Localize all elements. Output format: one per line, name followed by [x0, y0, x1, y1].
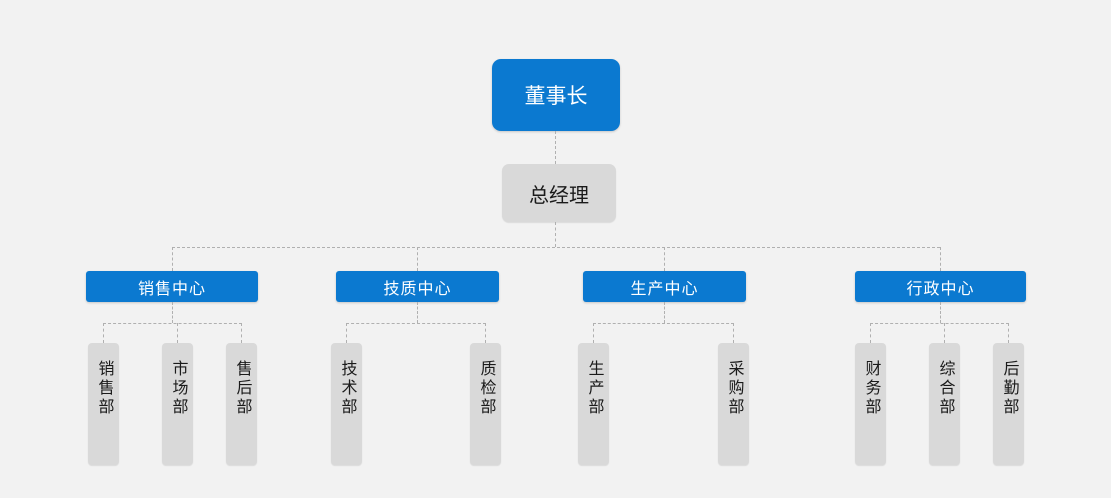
connector-line	[417, 302, 418, 323]
connector-line	[940, 302, 941, 323]
connector-line	[555, 131, 556, 164]
org-node-tech-quality-center: 技质中心	[336, 271, 499, 302]
connector-line	[172, 247, 940, 248]
connector-line	[346, 323, 347, 343]
dept-label: 采购部	[725, 360, 743, 417]
connector-line	[940, 247, 941, 271]
dept-label: 市场部	[169, 360, 187, 417]
connector-line	[177, 323, 178, 343]
connector-line	[346, 323, 486, 324]
connector-line	[417, 247, 418, 271]
connector-line	[485, 323, 486, 343]
org-node-procurement-dept: 采购部	[718, 343, 749, 465]
org-node-technology-dept: 技术部	[331, 343, 362, 465]
connector-line	[664, 247, 665, 271]
dept-label: 财务部	[862, 360, 880, 417]
org-node-marketing-dept: 市场部	[162, 343, 193, 465]
dept-label: 销售部	[95, 360, 113, 417]
org-node-sales-center: 销售中心	[86, 271, 258, 302]
connector-line	[593, 323, 594, 343]
org-node-quality-inspection-dept: 质检部	[470, 343, 501, 465]
org-node-production-dept: 生产部	[578, 343, 609, 465]
connector-line	[103, 323, 242, 324]
connector-line	[172, 247, 173, 271]
org-node-admin-center: 行政中心	[855, 271, 1026, 302]
org-node-sales-dept: 销售部	[88, 343, 119, 465]
connector-line	[555, 222, 556, 247]
dept-label: 综合部	[936, 360, 954, 417]
org-node-chairman: 董事长	[492, 59, 620, 131]
connector-line	[103, 323, 104, 343]
org-node-general-manager: 总经理	[502, 164, 616, 222]
dept-label: 售后部	[233, 360, 251, 417]
connector-line	[1008, 323, 1009, 343]
connector-line	[241, 323, 242, 343]
connector-line	[870, 323, 1009, 324]
org-node-logistics-dept: 后勤部	[993, 343, 1024, 465]
org-node-after-sales-dept: 售后部	[226, 343, 257, 465]
org-node-finance-dept: 财务部	[855, 343, 886, 465]
connector-line	[733, 323, 734, 343]
org-node-production-center: 生产中心	[583, 271, 746, 302]
connector-line	[172, 302, 173, 323]
dept-label: 质检部	[477, 360, 495, 417]
connector-line	[944, 323, 945, 343]
dept-label: 技术部	[338, 360, 356, 417]
connector-line	[664, 302, 665, 323]
connector-line	[870, 323, 871, 343]
org-node-general-affairs-dept: 综合部	[929, 343, 960, 465]
connector-line	[593, 323, 734, 324]
dept-label: 后勤部	[1000, 360, 1018, 417]
dept-label: 生产部	[585, 360, 603, 417]
